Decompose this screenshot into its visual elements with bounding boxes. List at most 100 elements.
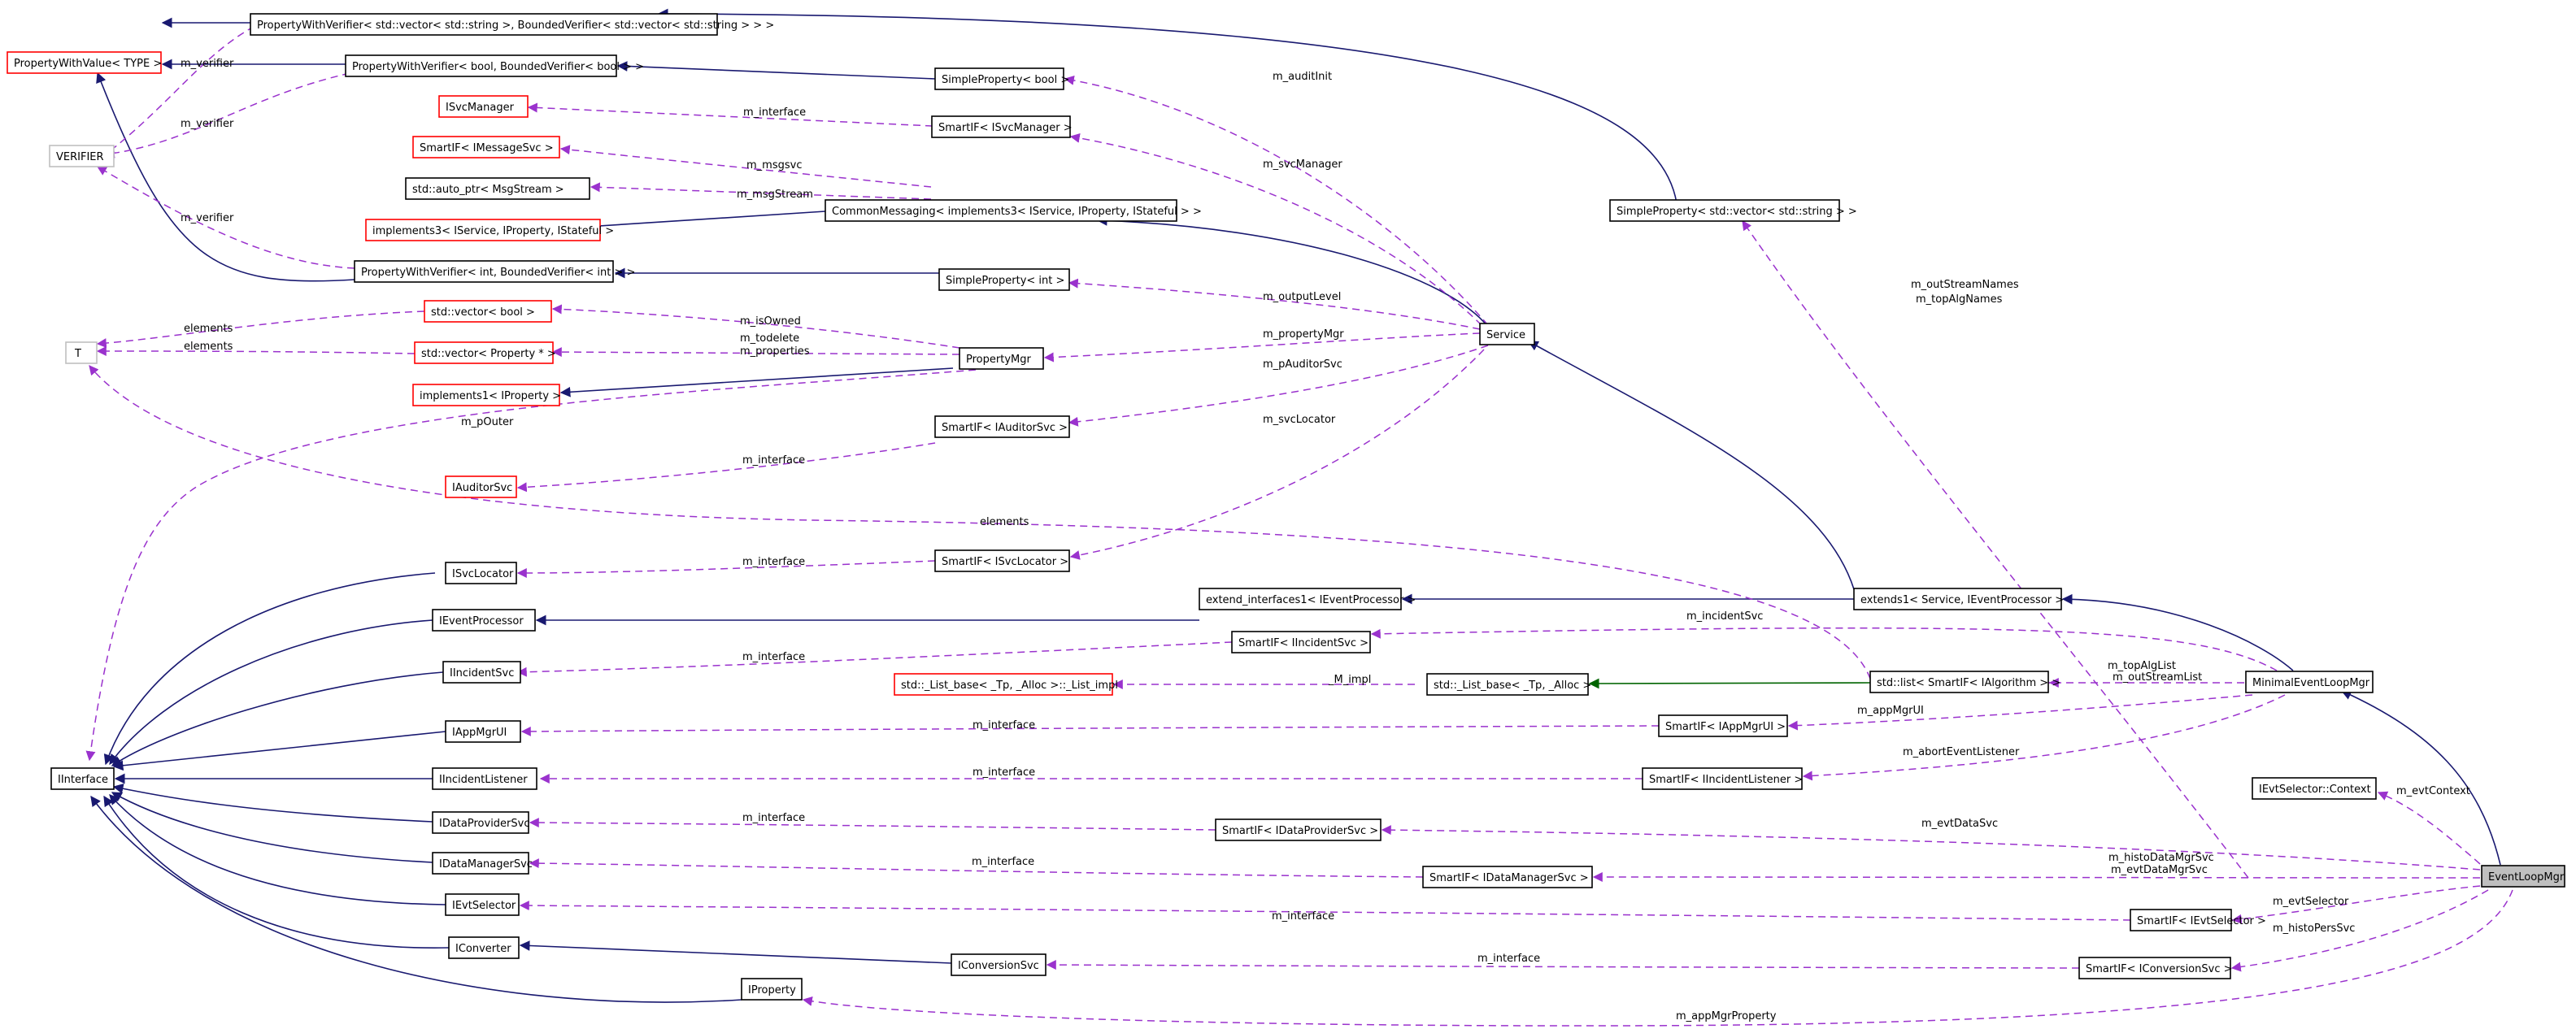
class-node-label: SmartIF< IConversionSvc > [2086, 963, 2233, 975]
edge-label: m_propertyMgr [1263, 328, 1344, 341]
class-node-smartif-imessagesvc[interactable]: SmartIF< IMessageSvc > [412, 136, 560, 158]
edge-usage [516, 442, 936, 493]
class-node-isvcmanager[interactable]: ISvcManager [438, 95, 529, 118]
class-node-label: std::_List_base< _Tp, _Alloc > [1434, 679, 1591, 692]
class-node-smartif-isvcmanager[interactable]: SmartIF< ISvcManager > [931, 115, 1073, 138]
edge-label: m_properties [740, 345, 810, 358]
edge-usage [516, 641, 1233, 677]
class-node-iconverter[interactable]: IConverter [448, 936, 520, 959]
class-node-pwv-int[interactable]: PropertyWithVerifier< int, BoundedVerifi… [354, 260, 635, 283]
class-node-label: SmartIF< IAppMgrUI > [1665, 721, 1786, 733]
edge-label: m_pOuter [461, 416, 514, 428]
class-node-idataprovidersvc[interactable]: IDataProviderSvc [432, 811, 530, 834]
edge-label: m_isOwned [740, 315, 801, 328]
class-node-smartif-iincidentlistener[interactable]: SmartIF< IIncidentListener > [1642, 767, 1803, 790]
edge-label: m_interface [973, 766, 1035, 779]
class-node-simple-property-bool[interactable]: SimpleProperty< bool > [934, 67, 1069, 90]
class-node-iincidentlistener[interactable]: IIncidentListener [432, 767, 537, 790]
class-node-label: SmartIF< ISvcLocator > [942, 556, 1068, 568]
edge-usage [529, 818, 1216, 831]
class-node-iincidentsvc[interactable]: IIncidentSvc [442, 661, 521, 684]
class-node-label: std::list< SmartIF< IAlgorithm > > [1877, 677, 2060, 689]
edge-template [1588, 678, 1871, 689]
class-node-vector-bool[interactable]: std::vector< bool > [424, 300, 552, 323]
class-node-ievtselector-context[interactable]: IEvtSelector::Context [2252, 777, 2377, 800]
class-node-label: std::vector< bool > [431, 306, 535, 319]
edge-inherit [112, 731, 446, 771]
class-node-extend-interfaces1[interactable]: extend_interfaces1< IEventProcessor > [1199, 588, 1416, 610]
edge-usage [2377, 791, 2481, 865]
class-node-pwv-bool[interactable]: PropertyWithVerifier< bool, BoundedVerif… [345, 54, 644, 77]
class-node-simple-property-int[interactable]: SimpleProperty< int > [938, 268, 1070, 291]
class-node-label: extends1< Service, IEventProcessor > [1860, 594, 2064, 606]
class-node-iinterface[interactable]: IInterface [50, 767, 115, 790]
edge-usage [104, 72, 350, 158]
class-node-property-with-value[interactable]: PropertyWithValue< TYPE > [7, 51, 162, 74]
edge-usage [1381, 825, 2481, 871]
class-node-label: implements3< IService, IProperty, IState… [372, 225, 614, 237]
class-node-vector-property[interactable]: std::vector< Property * > [414, 341, 556, 364]
class-node-list-impl[interactable]: std::_List_base< _Tp, _Alloc >::_List_im… [894, 673, 1118, 696]
class-node-list-base[interactable]: std::_List_base< _Tp, _Alloc > [1426, 673, 1591, 696]
class-node-iappmgrui[interactable]: IAppMgrUI [445, 720, 521, 743]
class-node-event-loop-mgr[interactable]: EventLoopMgr [2481, 865, 2565, 888]
edge-label: elements [184, 323, 233, 335]
class-node-std-list-algorithm[interactable]: std::list< SmartIF< IAlgorithm > > [1869, 671, 2060, 693]
class-node-label: PropertyWithVerifier< std::vector< std::… [257, 20, 774, 32]
edge-usage [96, 310, 425, 349]
edge-label: m_interface [1272, 910, 1334, 923]
class-node-label: implements1< IProperty > [420, 390, 561, 402]
class-node-label: PropertyWithValue< TYPE > [14, 58, 162, 70]
class-node-smartif-iauditorsvc[interactable]: SmartIF< IAuditorSvc > [934, 415, 1070, 438]
class-node-smartif-iconversionsvc[interactable]: SmartIF< IConversionSvc > [2078, 957, 2233, 979]
edge-usage [1043, 332, 1481, 363]
class-node-smartif-idatamanagersvc[interactable]: SmartIF< IDataManagerSvc > [1422, 866, 1593, 888]
class-node-smartif-iincidentsvc[interactable]: SmartIF< IIncidentSvc > [1231, 631, 1371, 653]
class-node-iauditorsvc[interactable]: IAuditorSvc [445, 475, 517, 498]
class-node-auto-ptr-msgstream[interactable]: std::auto_ptr< MsgStream > [405, 177, 590, 200]
edge-label: m_abortEventListener [1903, 746, 2020, 758]
edge-inherit [2340, 689, 2501, 866]
class-node-minimal-event-loop-mgr[interactable]: MinimalEventLoopMgr [2245, 671, 2374, 693]
class-node-ieventprocessor[interactable]: IEventProcessor [432, 609, 536, 632]
edge-label: m_evtSelector [2273, 896, 2349, 908]
class-node-property-mgr[interactable]: PropertyMgr [959, 347, 1044, 370]
class-node-isvclocator[interactable]: ISvcLocator [445, 562, 517, 584]
class-node-idatamanagersvc[interactable]: IDataManagerSvc [432, 852, 533, 875]
class-node-smartif-idataprovidersvc[interactable]: SmartIF< IDataProviderSvc > [1215, 818, 1382, 841]
class-node-implements1[interactable]: implements1< IProperty > [412, 384, 561, 406]
edge-label: m_svcManager [1263, 158, 1342, 171]
edge-usage [559, 145, 932, 188]
edge-label: m_topAlgNames [1916, 293, 2003, 306]
class-node-label: IAuditorSvc [452, 482, 512, 494]
class-node-ievtselector[interactable]: IEvtSelector [445, 893, 520, 916]
class-node-label: T [74, 348, 81, 360]
class-node-label: SmartIF< ISvcManager > [938, 122, 1073, 134]
edge-inherit [109, 794, 446, 905]
class-node-service[interactable]: Service [1479, 323, 1535, 345]
edge-label: m_topAlgList [2108, 660, 2176, 672]
edge-label: m_incidentSvc [1686, 610, 1763, 623]
edge-usage [516, 560, 936, 578]
class-node-smartif-isvclocator[interactable]: SmartIF< ISvcLocator > [934, 549, 1070, 572]
edge-usage [1802, 694, 2286, 781]
class-node-common-messaging[interactable]: CommonMessaging< implements3< IService, … [825, 199, 1202, 222]
class-node-smartif-ievtselector[interactable]: SmartIF< IEvtSelector > [2130, 909, 2266, 931]
class-node-label: IEventProcessor [439, 615, 524, 627]
class-node-smartif-iappmgrui[interactable]: SmartIF< IAppMgrUI > [1658, 714, 1788, 737]
class-node-label: IInterface [58, 774, 108, 786]
class-node-label: SmartIF< IDataProviderSvc > [1222, 825, 1378, 837]
class-node-simple-property-vec-string[interactable]: SimpleProperty< std::vector< std::string… [1609, 199, 1857, 222]
class-node-iconversionsvc[interactable]: IConversionSvc [951, 953, 1046, 976]
edge-inherit [559, 367, 954, 397]
class-node-t[interactable]: T [65, 341, 98, 364]
class-node-verifier[interactable]: VERIFIER [49, 145, 115, 167]
edge-usage [520, 725, 1660, 736]
class-node-label: SmartIF< IDataManagerSvc > [1429, 872, 1589, 884]
class-node-extends1[interactable]: extends1< Service, IEventProcessor > [1853, 588, 2064, 610]
edge-inherit [559, 211, 826, 233]
edge-usage [1069, 132, 1482, 326]
class-node-iproperty[interactable]: IProperty [741, 978, 803, 1001]
class-node-pwv-vec-string[interactable]: PropertyWithVerifier< std::vector< std::… [250, 13, 774, 36]
class-node-implements3[interactable]: implements3< IService, IProperty, IState… [365, 219, 614, 241]
